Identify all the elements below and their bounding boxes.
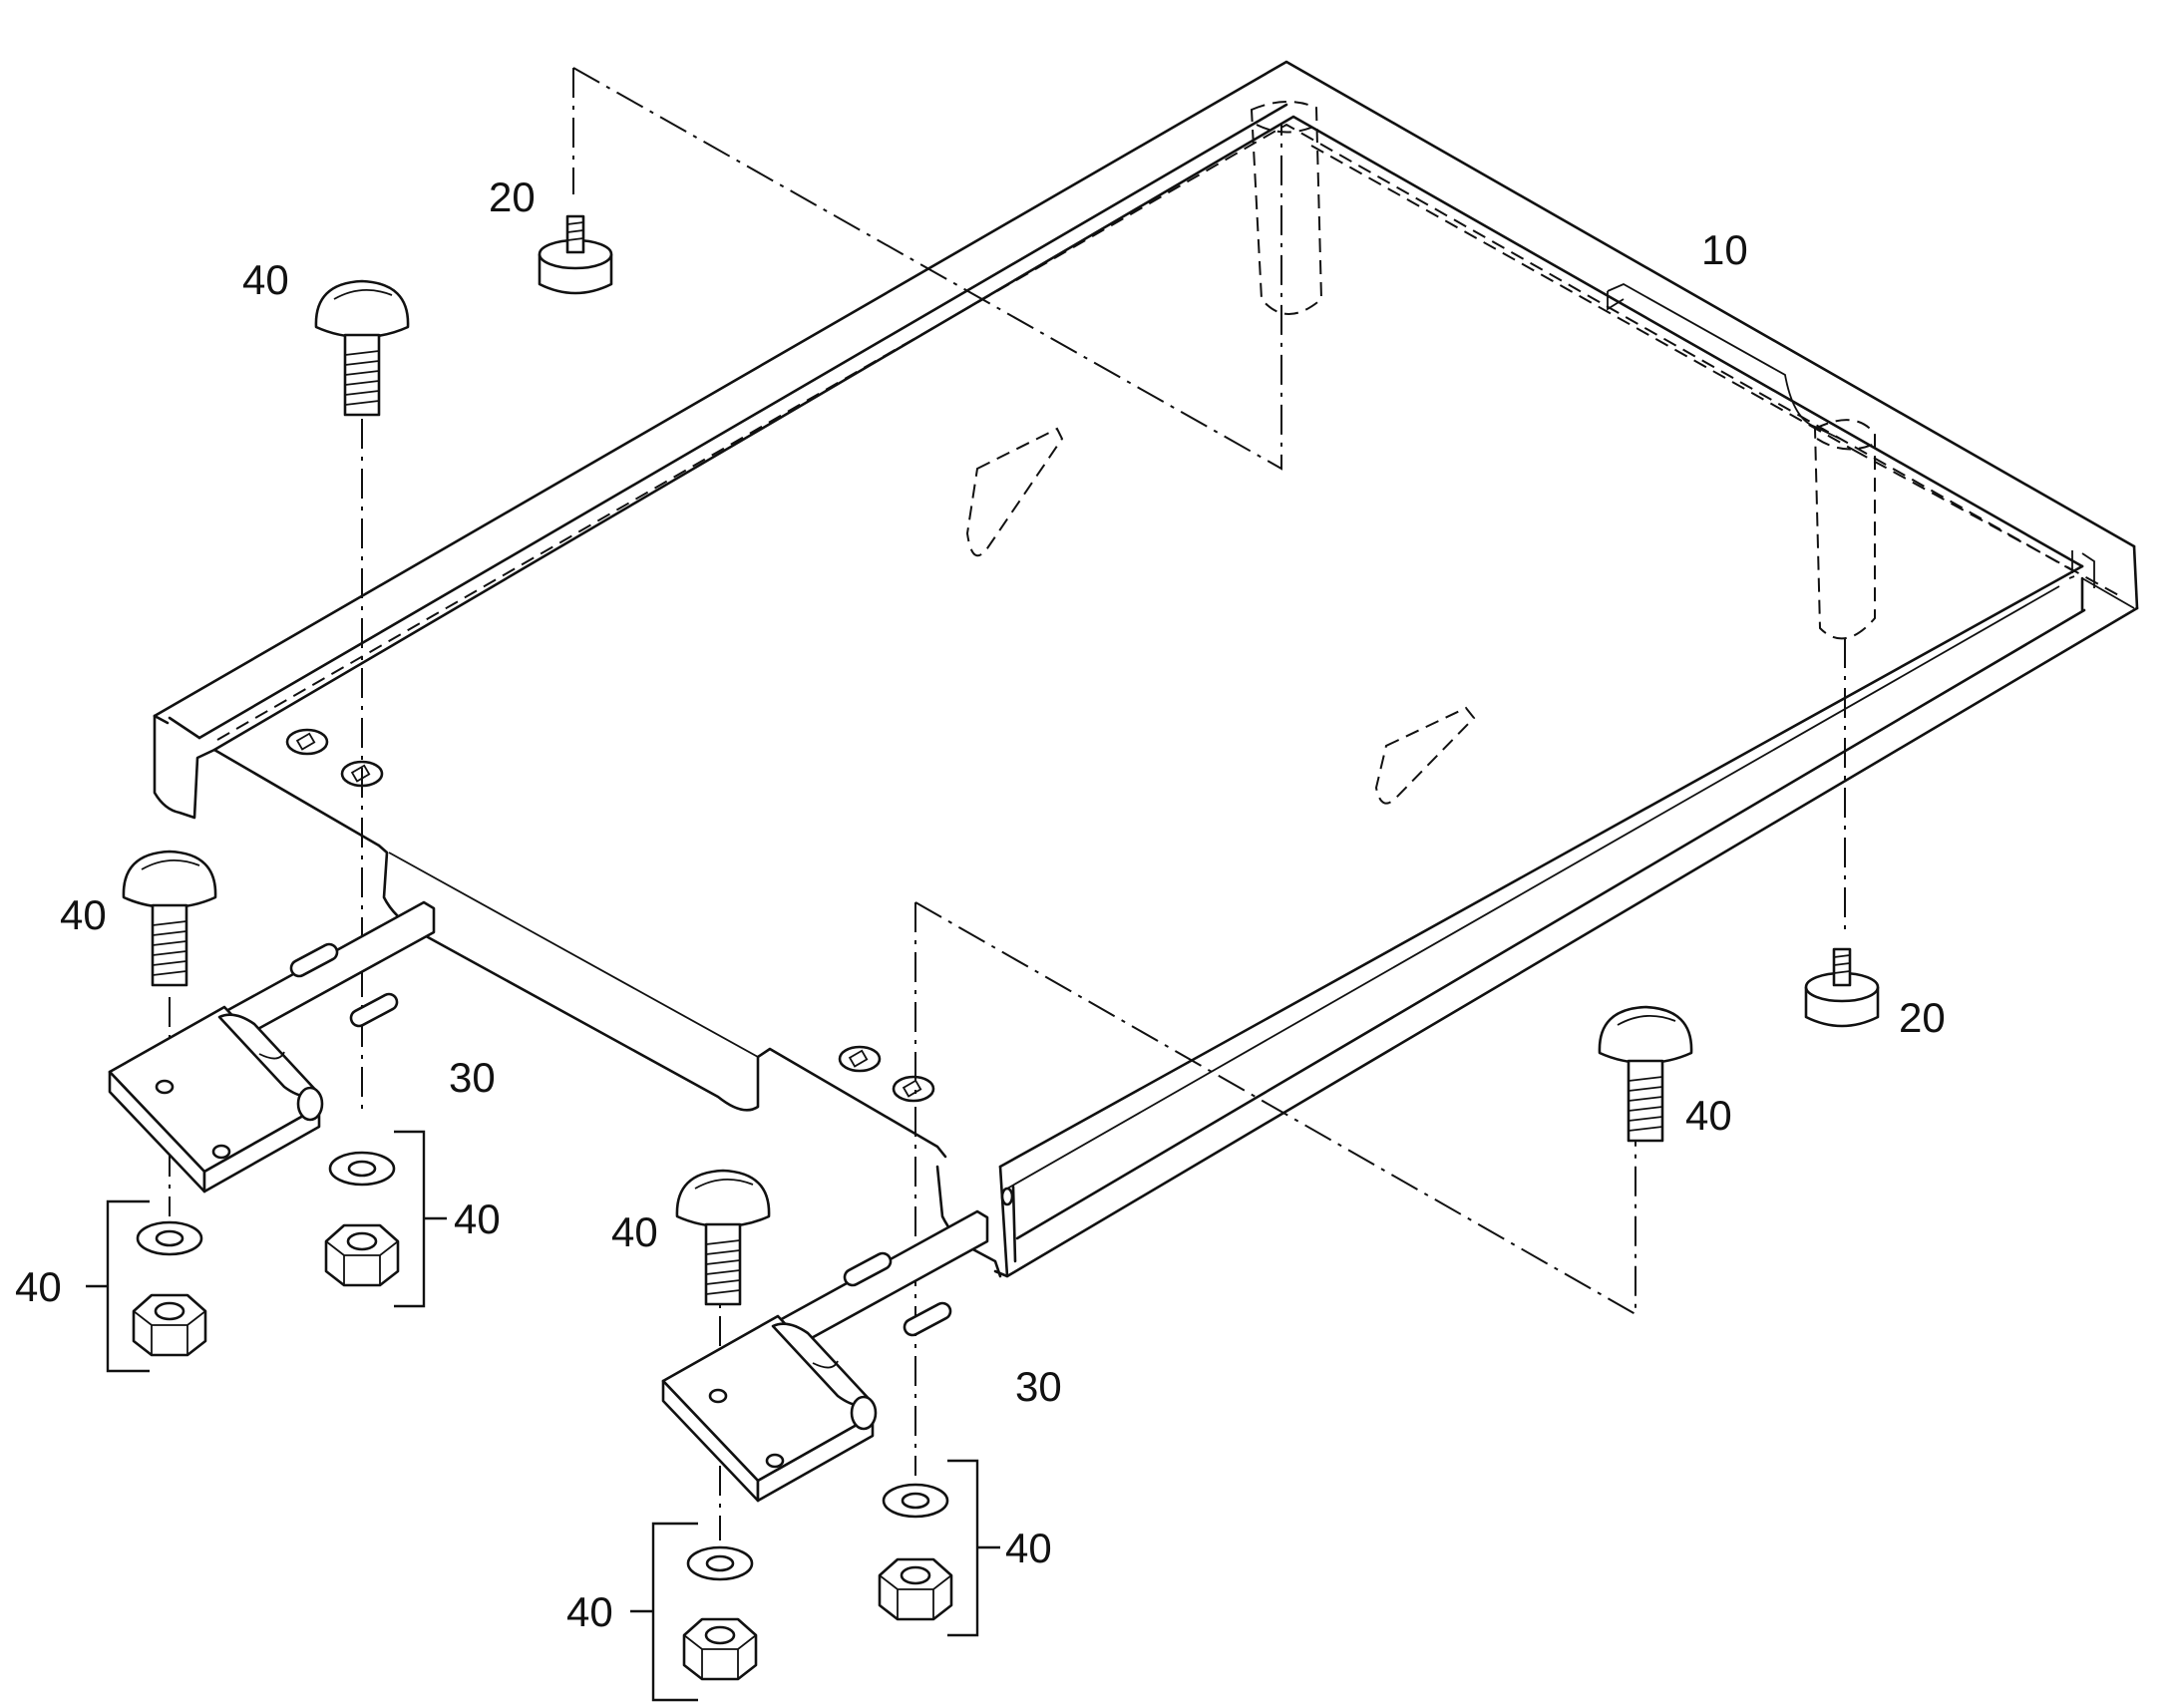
callout-hinge-right: 30 [1015,1363,1062,1410]
washer-center-outer [686,1545,754,1581]
assembly-centerlines [169,67,1846,1540]
washer-left-inner [328,1151,396,1187]
callout-hw-center-outer: 40 [566,1588,613,1635]
tray-fastener-heads [285,728,935,1103]
nut-center-inner [878,1557,953,1621]
callout-foot-top: 20 [489,173,536,220]
callout-bolt-right: 40 [1685,1092,1732,1139]
nut-left-outer [132,1293,207,1357]
tray-frame [153,60,2139,1278]
rubber-foot-right [1804,947,1880,1028]
tray-hidden-lines [216,100,2125,805]
hardware-brackets [86,1130,1000,1702]
callout-labels: 10 20 20 30 30 40 40 40 40 40 40 40 40 [15,173,1946,1635]
callout-foot-right: 20 [1899,994,1946,1041]
callout-bolt-left: 40 [60,891,107,938]
callout-hinge-left: 30 [449,1054,496,1101]
carriage-bolt-center [675,1169,771,1306]
callout-hw-center-inner: 40 [1005,1525,1052,1571]
callout-tray: 10 [1701,226,1748,273]
callout-bolt-center: 40 [611,1208,658,1255]
washer-left-outer [136,1220,203,1256]
nut-left-inner [324,1223,400,1287]
callout-bolt-top: 40 [242,256,289,303]
carriage-bolt-left [122,850,217,987]
carriage-bolt-top [314,279,410,417]
nut-center-outer [682,1617,758,1681]
callout-hw-left-inner: 40 [454,1196,501,1242]
washer-center-inner [882,1483,949,1519]
rubber-foot-top [538,214,613,295]
carriage-bolt-right [1598,1005,1693,1143]
callout-hw-left-outer: 40 [15,1263,62,1310]
